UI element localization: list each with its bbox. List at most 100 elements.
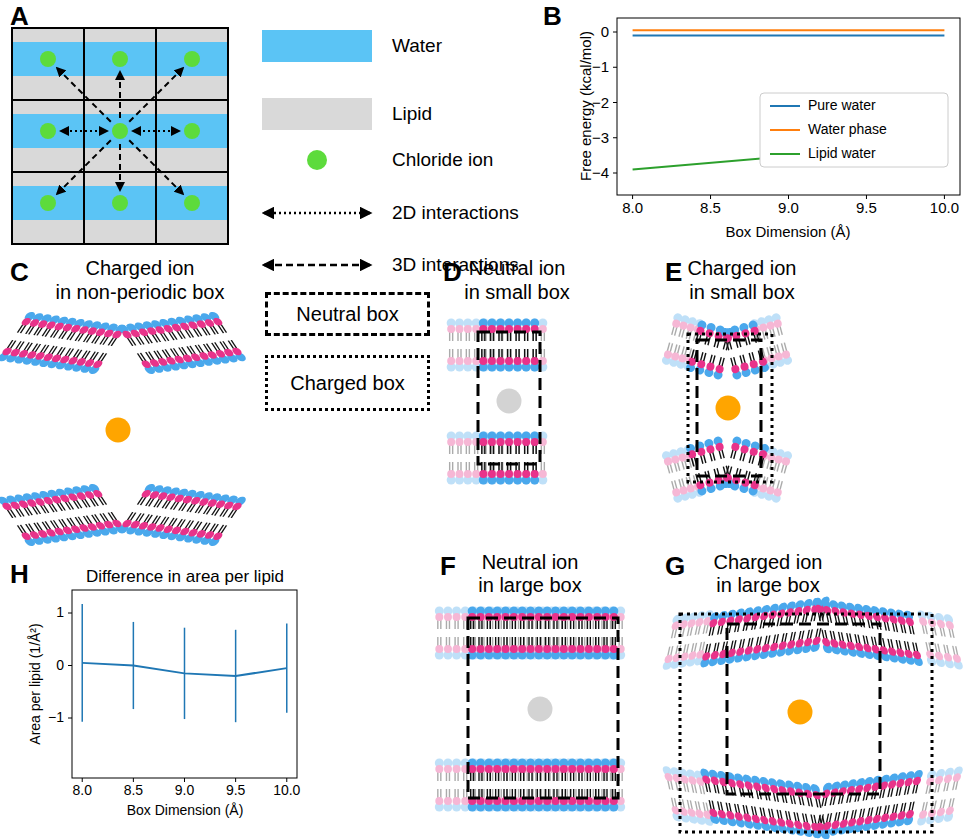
lipid-bilayer — [700, 596, 831, 668]
lipid-bilayer — [479, 432, 539, 485]
tick — [613, 173, 617, 174]
3d-symbol — [264, 264, 370, 267]
tick-label: 8.0 — [72, 783, 91, 798]
tick-label: 10.0 — [930, 200, 959, 217]
legend-box — [760, 93, 948, 167]
legend-text: Pure water — [808, 98, 876, 113]
tick — [613, 67, 617, 68]
tick-label: 8.5 — [124, 783, 143, 798]
legend-line — [770, 153, 800, 155]
lipid-cell — [156, 28, 228, 100]
free-energy-chart — [613, 18, 960, 199]
panel-letter: A — [10, 2, 29, 31]
tick-label: 9.5 — [856, 200, 877, 217]
neutral-ion — [497, 389, 522, 414]
panel-title: in large box — [478, 574, 581, 596]
tick-label: 8.5 — [700, 200, 721, 217]
legend-text: 3D interactions — [392, 255, 519, 276]
plot-frame — [72, 590, 297, 778]
3d-arrow — [57, 68, 111, 122]
water-band — [156, 114, 228, 148]
axis-title: Free energy (kcal/mol) — [578, 31, 595, 181]
axis-title: Box Dimension (Å) — [725, 224, 850, 241]
tick-label: 9.0 — [778, 200, 799, 217]
tick — [613, 32, 617, 33]
periodic-image — [916, 610, 963, 670]
cell-border — [156, 100, 228, 172]
tick — [632, 195, 633, 199]
water-band — [12, 186, 84, 220]
legend-swatch — [262, 30, 372, 62]
lipid-bilayer — [116, 311, 248, 374]
water-band — [84, 42, 156, 76]
legend-line — [770, 105, 800, 107]
tick — [710, 195, 711, 199]
3d-arrow — [129, 68, 183, 122]
water-band — [12, 42, 84, 76]
legend-text: Water — [392, 36, 442, 57]
chloride-ion — [112, 51, 128, 67]
lipid-cell — [84, 28, 156, 100]
legend-line — [770, 129, 800, 131]
tick-label: −1 — [592, 59, 609, 76]
panel-title: Charged ion — [86, 257, 195, 279]
chloride-ion — [40, 123, 56, 139]
periodic-image — [435, 759, 625, 812]
pure-water-line — [633, 35, 945, 37]
water-band — [12, 114, 84, 148]
panel-letter: E — [665, 258, 682, 287]
charged-ion — [106, 418, 131, 443]
cell-border — [84, 28, 156, 100]
lipid-bilayer — [685, 436, 735, 497]
3d-arrow — [119, 144, 121, 190]
panel-letter: G — [665, 552, 685, 581]
lipid-bilayer — [468, 607, 619, 660]
3d-arrow — [129, 140, 183, 194]
water-band — [84, 114, 156, 148]
panel-letter: B — [543, 2, 562, 31]
water-band — [156, 186, 228, 220]
panel-title: in large box — [716, 574, 819, 596]
area-per-lipid-chart — [68, 590, 297, 782]
periodic-image — [447, 319, 548, 372]
lipid-bilayer — [479, 319, 539, 372]
cell-border — [12, 28, 84, 100]
cell-border — [156, 172, 228, 244]
tick — [68, 665, 72, 666]
charged-box-key: Charged box — [265, 355, 430, 411]
chart-title: Difference in area per lipid — [86, 568, 284, 587]
charged-ion — [788, 700, 813, 725]
tick-label: 9.0 — [175, 783, 194, 798]
neutral-box-outline — [727, 624, 880, 794]
tick — [235, 778, 236, 782]
chloride-ion — [184, 51, 200, 67]
tick — [866, 195, 867, 199]
cell-border — [84, 172, 156, 244]
lipid-cell — [84, 100, 156, 172]
legend-swatch — [262, 98, 372, 130]
tick-label: 1 — [56, 605, 64, 620]
3d-arrow — [57, 140, 111, 194]
lipid-cell — [12, 172, 84, 244]
lipid-bilayer — [468, 759, 619, 812]
lipid-cell — [156, 172, 228, 244]
tick-label: 0 — [601, 24, 609, 41]
water-band — [156, 42, 228, 76]
box-label: Neutral box — [296, 303, 398, 325]
3d-arrow — [119, 72, 121, 118]
2d-arrow — [133, 130, 179, 132]
mean-line — [82, 663, 287, 676]
neutral-box-outline — [478, 332, 540, 464]
periodic-image — [662, 610, 714, 671]
legend-text: Water phase — [808, 122, 887, 137]
lipid-bilayer — [812, 769, 923, 838]
panel-title: Charged ion — [714, 551, 823, 573]
tick — [944, 195, 945, 199]
tick-label: 9.5 — [226, 783, 245, 798]
tick — [133, 778, 134, 782]
2d-symbol — [264, 212, 370, 215]
box-label: Charged box — [290, 372, 405, 394]
panel-letter: C — [10, 258, 29, 287]
tick — [82, 778, 83, 782]
